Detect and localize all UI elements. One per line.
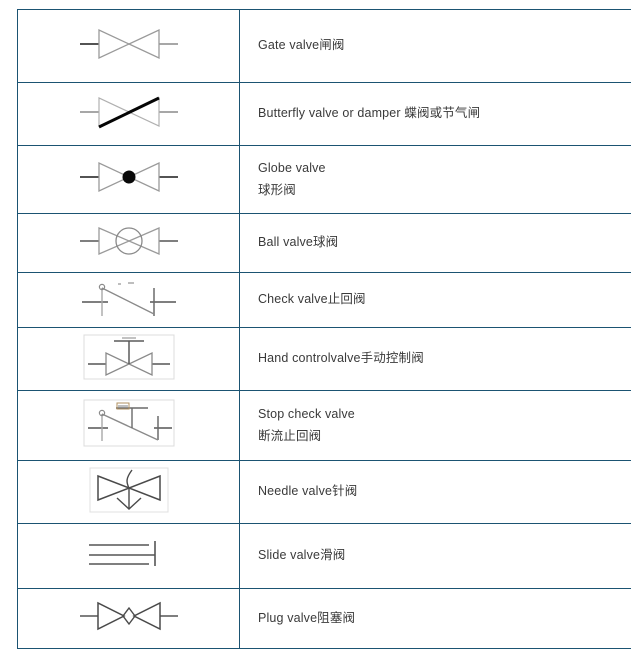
label-cell: Slide valve滑阀 xyxy=(240,524,631,589)
label-cell: Needle valve针阀 xyxy=(240,461,631,524)
label-line: Needle valve针阀 xyxy=(258,481,631,503)
symbol-cell xyxy=(18,83,240,146)
slide-valve-symbol xyxy=(83,536,175,572)
label-line: Hand controlvalve手动控制阀 xyxy=(258,348,631,370)
needle-valve-symbol xyxy=(86,466,172,514)
table-row: Gate valve闸阀 xyxy=(18,10,631,83)
globe-valve-symbol xyxy=(74,157,184,197)
label-cell: Check valve止回阀 xyxy=(240,273,631,328)
table-row: Hand controlvalve手动控制阀 xyxy=(18,328,631,391)
symbol-cell xyxy=(18,10,240,83)
table-row: Plug valve阻塞阀 xyxy=(18,589,631,649)
ball-valve-symbol xyxy=(74,221,184,261)
label-line: Stop check valve xyxy=(258,404,631,426)
label-cell: Plug valve阻塞阀 xyxy=(240,589,631,649)
symbol-cell xyxy=(18,273,240,328)
symbol-cell xyxy=(18,214,240,273)
symbol-cell xyxy=(18,461,240,524)
hand-control-valve-symbol xyxy=(74,333,184,381)
table-row: Butterfly valve or damper 蝶阀或节气闸 xyxy=(18,83,631,146)
plug-valve-symbol xyxy=(74,597,184,635)
symbol-cell xyxy=(18,146,240,214)
symbol-cell xyxy=(18,328,240,391)
gate-valve-symbol xyxy=(74,24,184,64)
table-row: Ball valve球阀 xyxy=(18,214,631,273)
label-cell: Gate valve闸阀 xyxy=(240,10,631,83)
check-valve-symbol xyxy=(74,276,184,320)
label-line: 断流止回阀 xyxy=(258,426,631,448)
label-line: Ball valve球阀 xyxy=(258,232,631,254)
label-line: 球形阀 xyxy=(258,180,631,202)
table-row: Stop check valve 断流止回阀 xyxy=(18,391,631,461)
stop-check-valve-symbol xyxy=(74,398,184,448)
label-line: Globe valve xyxy=(258,158,631,180)
label-cell: Stop check valve 断流止回阀 xyxy=(240,391,631,461)
symbol-cell xyxy=(18,589,240,649)
label-line: Check valve止回阀 xyxy=(258,289,631,311)
label-line: Butterfly valve or damper 蝶阀或节气闸 xyxy=(258,103,631,125)
symbol-cell xyxy=(18,391,240,461)
label-cell: Butterfly valve or damper 蝶阀或节气闸 xyxy=(240,83,631,146)
label-line: Plug valve阻塞阀 xyxy=(258,608,631,630)
symbol-cell xyxy=(18,524,240,589)
table-row: Slide valve滑阀 xyxy=(18,524,631,589)
label-line: Slide valve滑阀 xyxy=(258,545,631,567)
label-cell: Hand controlvalve手动控制阀 xyxy=(240,328,631,391)
label-cell: Ball valve球阀 xyxy=(240,214,631,273)
butterfly-valve-symbol xyxy=(74,92,184,132)
label-cell: Globe valve 球形阀 xyxy=(240,146,631,214)
valve-symbol-table: Gate valve闸阀 xyxy=(17,9,631,649)
table-row: Globe valve 球形阀 xyxy=(18,146,631,214)
label-line: Gate valve闸阀 xyxy=(258,35,631,57)
table-row: Needle valve针阀 xyxy=(18,461,631,524)
table-row: Check valve止回阀 xyxy=(18,273,631,328)
valve-symbol-table-page: Gate valve闸阀 xyxy=(0,0,631,526)
